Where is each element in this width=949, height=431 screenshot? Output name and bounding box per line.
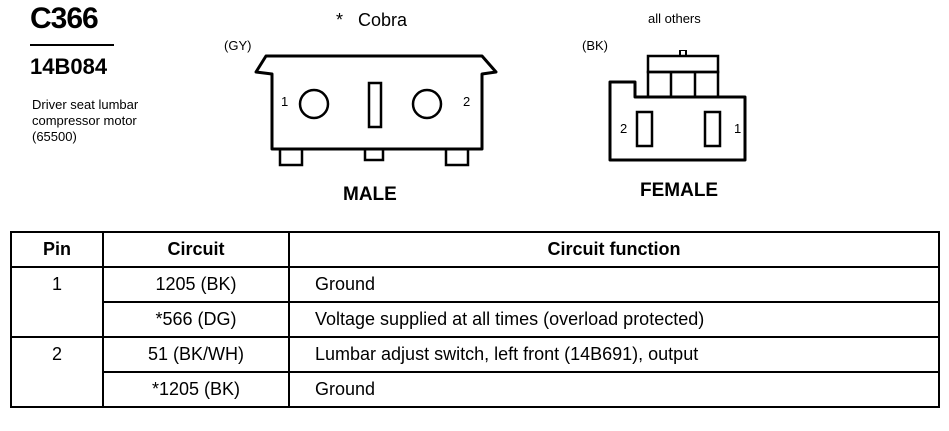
female-connector-body: [608, 80, 747, 162]
part-number: 14B084: [30, 54, 108, 79]
male-latch-right: [444, 147, 470, 167]
function-cell: Ground: [288, 266, 940, 303]
female-latch-top: [646, 54, 720, 74]
header-circuit-function: Circuit function: [288, 231, 940, 268]
male-pin-2-label: 2: [463, 94, 471, 109]
circuit-cell: 1205 (BK): [102, 266, 290, 303]
pin-cell: 1: [10, 266, 104, 338]
description-line-1: Driver seat lumbar: [32, 97, 139, 112]
female-pin-1-label: 1: [734, 121, 742, 136]
circuit-cell: 51 (BK/WH): [102, 336, 290, 373]
pin-cell: 2: [10, 336, 104, 408]
connector-id-underline: [30, 44, 114, 46]
circuit-cell: *1205 (BK): [102, 371, 290, 408]
male-pin-1-label: 1: [281, 94, 289, 109]
connector-id: C366: [30, 2, 99, 35]
female-pin-2-label: 2: [620, 121, 628, 136]
male-color-code: (GY): [224, 38, 252, 53]
table-row: *566 (DG) Voltage supplied at all times …: [11, 301, 940, 338]
table-row: *1205 (BK) Ground: [11, 371, 940, 408]
circuit-cell: *566 (DG): [102, 301, 290, 338]
male-pin-1-cavity: [298, 88, 330, 120]
header-circuit: Circuit: [102, 231, 290, 268]
function-cell: Lumbar adjust switch, left front (14B691…: [288, 336, 940, 373]
header-pin: Pin: [10, 231, 104, 268]
male-label: MALE: [343, 184, 397, 205]
function-cell: Ground: [288, 371, 940, 408]
table-row: 2 51 (BK/WH) Lumbar adjust switch, left …: [10, 336, 940, 408]
others-label: all others: [648, 11, 701, 26]
female-label: FEMALE: [640, 180, 719, 201]
male-connector-body: [254, 54, 498, 151]
cobra-label: * Cobra: [336, 10, 408, 30]
female-pin-2-cavity: [635, 110, 654, 148]
description-line-3: (65500): [32, 129, 77, 144]
description-line-2: compressor motor: [32, 113, 137, 128]
female-pin-1-cavity: [703, 110, 722, 148]
table-row: 1 1205 (BK) Ground: [10, 266, 940, 338]
male-latch-center: [363, 147, 385, 162]
male-pin-2-cavity: [411, 88, 443, 120]
male-center-key: [367, 81, 383, 129]
female-connector-diagram: [608, 50, 747, 162]
table-header-row: Pin Circuit Circuit function: [10, 231, 940, 268]
pin-circuit-table: Pin Circuit Circuit function 1 1205 (BK)…: [10, 231, 940, 408]
male-latch-left: [278, 147, 304, 167]
male-connector-diagram: [254, 54, 498, 167]
function-cell: Voltage supplied at all times (overload …: [288, 301, 940, 338]
female-color-code: (BK): [582, 38, 608, 53]
